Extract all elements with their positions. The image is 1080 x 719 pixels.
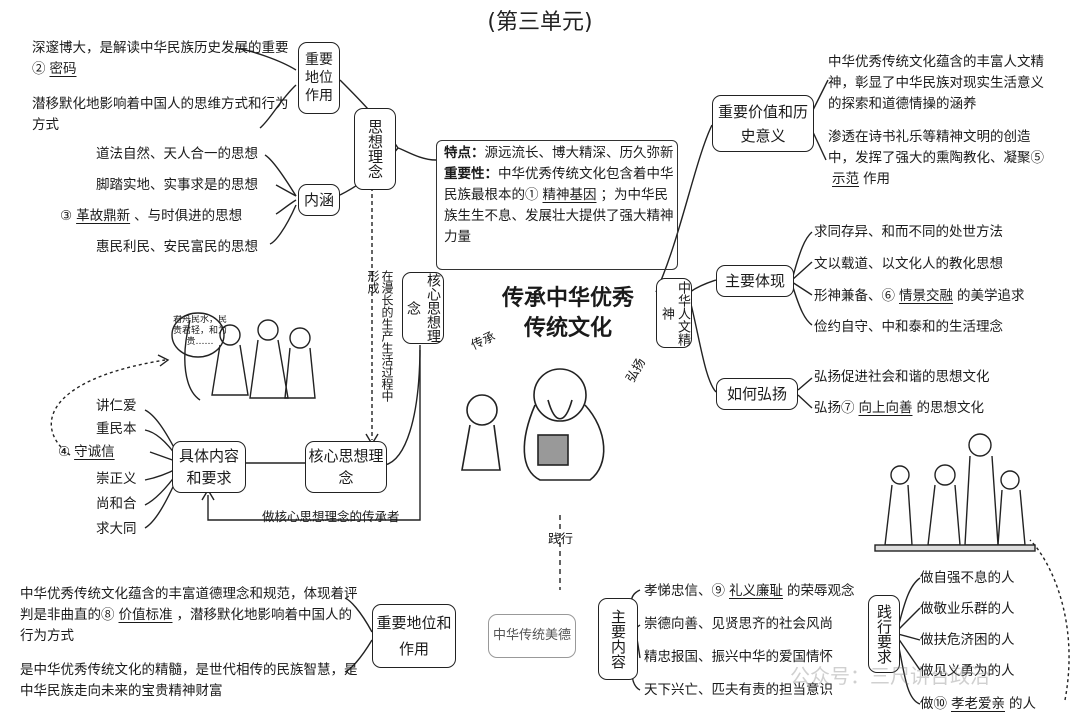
thought-status-box: 重要地位作用 <box>298 42 340 114</box>
content-item-1: 道法自然、天人合一的思想 <box>96 146 258 162</box>
embody-item-4: 俭约自守、中和泰和的生活理念 <box>814 319 1003 335</box>
successor-note: 做核心思想理念的传承者 <box>262 509 400 524</box>
practice-item-3: 做扶危济困的人 <box>920 632 1015 648</box>
embody-item-1: 求同存异、和而不同的处世方法 <box>814 224 1003 240</box>
morality-item-4: 天下兴亡、匹夫有责的担当意识 <box>644 682 833 698</box>
answer-1-number: ① <box>525 187 539 203</box>
answer-3: 革故鼎新 <box>76 208 131 224</box>
answer-2: 密码 <box>49 61 77 77</box>
morality-item-2: 崇德向善、见贤思齐的社会风尚 <box>644 616 833 632</box>
content-item-4: 惠民利民、安民富民的思想 <box>96 239 258 255</box>
practice-5-pre: 做 <box>920 696 934 712</box>
answer-7-number: ⑦ <box>841 400 855 416</box>
core-concept-box: 核心思想理念 <box>305 441 387 493</box>
answer-3-number: ③ <box>60 208 73 224</box>
unit-title: (第三单元) <box>487 10 593 35</box>
embodiment-box: 主要体现 <box>716 265 794 297</box>
practice-requirements-box: 践行要求 <box>868 595 900 673</box>
humanistic-spirit-box: 中华人文精神 <box>656 278 692 348</box>
traditional-virtues-box: 中华传统美德 <box>488 614 576 658</box>
thought-status-text-2: 潜移默化地影响着中国人的思维方式和行为方式 <box>32 96 289 133</box>
core-item-1: 讲仁爱 <box>96 398 137 414</box>
practice-item-1: 做自强不息的人 <box>920 570 1015 586</box>
thought-content-box: 内涵 <box>298 184 340 216</box>
answer-7: 向上向善 <box>858 400 913 416</box>
answer-4-number: ④ <box>58 444 71 460</box>
value-significance-box: 重要价值和历史意义 <box>712 95 814 152</box>
answer-1: 精神基因 <box>542 187 597 203</box>
promote-2-pre: 弘扬 <box>814 400 841 416</box>
thought-status-1-pre: 深邃博大，是解读中华民族历史发展的重要 <box>32 40 289 56</box>
practice-item-2: 做敬业乐群的人 <box>920 601 1015 617</box>
feature-label: 特点： <box>444 145 485 161</box>
core-item-2: 重民本 <box>96 421 137 437</box>
feature-text: 源远流长、博大精深、历久弥新 <box>484 145 674 161</box>
answer-10: 孝老爱亲 <box>951 696 1005 712</box>
answer-8-number: ⑧ <box>101 607 115 623</box>
center-title-line-1: 传承中华优秀 <box>501 286 634 311</box>
features-panel <box>436 140 678 270</box>
center-title: 传承中华优秀 传统文化 <box>468 284 668 344</box>
embody-3-post: 的美学追求 <box>957 288 1025 304</box>
promote-2-post: 的思想文化 <box>916 400 985 416</box>
center-title-line-2: 传统文化 <box>523 316 612 341</box>
morality-status-1-pre: 中华优秀传统文化蕴含的丰富道德理念和规范，体现着评判是非曲直的 <box>20 586 358 623</box>
importance-label: 重要性： <box>444 166 498 182</box>
morality-status-text-2: 是中华优秀传统文化的精髓，是世代相传的民族智慧，是中华民族走向未来的宝贵精神财富 <box>20 662 358 699</box>
core-item-3: 崇正义 <box>96 471 137 487</box>
core-item-5: 尚和合 <box>96 496 137 512</box>
answer-6: 情景交融 <box>899 288 953 304</box>
morality-item-3: 精忠报国、振兴中华的爱国情怀 <box>644 649 833 665</box>
watermark: 公众号：三尺讲台政治 <box>790 664 990 688</box>
answer-9: 礼义廉耻 <box>729 583 783 599</box>
importance-pre: 中华优秀传统文化包含着中华民族最根本的 <box>444 166 674 203</box>
features-text: 特点：源远流长、博大精深、历久弥新 重要性：中华优秀传统文化包含着中华民族最根本… <box>444 143 674 248</box>
practice-label: 践行 <box>548 531 574 546</box>
answer-6-number: ⑥ <box>881 288 896 304</box>
morality-1-pre: 孝悌忠信、 <box>644 583 712 599</box>
speech-bubble: 君舟民水，民贵君轻，和为贵…… <box>172 315 227 347</box>
value-2-post: 作用 <box>863 171 890 187</box>
answer-10-number: ⑩ <box>933 696 948 712</box>
embody-item-2: 文以载道、以文化人的教化思想 <box>814 256 1003 272</box>
main-content-box: 主要内容 <box>598 598 638 680</box>
promote-item-1: 弘扬促进社会和谐的思想文化 <box>814 369 990 385</box>
morality-status-box: 重要地位和作用 <box>372 604 456 668</box>
value-2-pre: 渗透在诗书礼乐等精神文明的创造中，发挥了强大的熏陶教化、凝聚 <box>828 129 1031 166</box>
value-text-2: 渗透在诗书礼乐等精神文明的创造中，发挥了强大的熏陶教化、凝聚⑤ 示范作用 <box>828 127 1054 190</box>
value-text-1: 中华优秀传统文化蕴含的丰富人文精神，彰显了中华民族对现实生活意义的探索和道德情操… <box>828 54 1044 112</box>
importance-post: ；为中华民族生生不息、发展壮大提供了强大精神力量 <box>444 187 674 245</box>
answer-9-number: ⑨ <box>711 583 726 599</box>
core-item-6: 求大同 <box>96 521 137 537</box>
answer-4: 守诚信 <box>74 444 115 460</box>
morality-status-1-post: ，潜移默化地影响着中国人的行为方式 <box>20 607 352 644</box>
sage-illustration <box>461 368 605 481</box>
morality-1-post: 的荣辱观念 <box>787 583 855 599</box>
how-promote-box: 如何弘扬 <box>716 378 798 410</box>
answer-2-number: ② <box>32 61 46 77</box>
answer-5-number: ⑤ <box>1030 150 1045 166</box>
practice-item-4: 做见义勇为的人 <box>920 663 1015 679</box>
formed-note: 在漫长的生产生活过程中形成 <box>366 270 394 402</box>
core-concept-vertical-box: 核心思想理念 <box>402 272 444 344</box>
content-item-2: 脚踏实地、实事求是的思想 <box>96 177 258 193</box>
sages-scene-illustration <box>171 312 316 401</box>
requirements-box: 具体内容和要求 <box>172 441 246 493</box>
family-illustration <box>874 433 1036 552</box>
content-item-3-text: 、与时俱进的思想 <box>134 208 243 224</box>
answer-8: 价值标准 <box>118 607 173 623</box>
practice-5-post: 的人 <box>1009 696 1036 712</box>
answer-5: 示范 <box>832 171 859 187</box>
thought-concept-box: 思想理念 <box>354 108 396 190</box>
embody-3-pre: 形神兼备、 <box>814 288 882 304</box>
